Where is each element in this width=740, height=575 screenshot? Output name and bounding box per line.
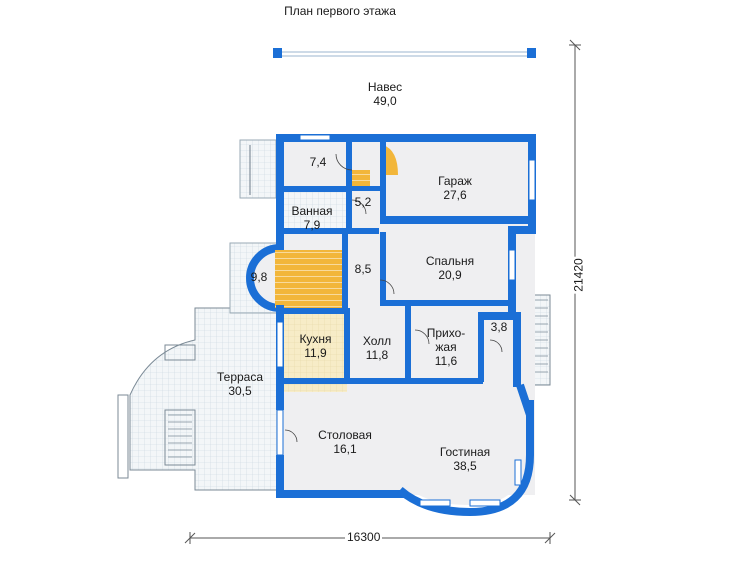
room-label-5-2: 5,2 xyxy=(354,195,372,209)
canopy xyxy=(273,48,536,58)
terrace xyxy=(117,307,281,491)
doors xyxy=(284,153,503,443)
stair-tower xyxy=(229,242,281,314)
room-label-3-8: 3,8 xyxy=(490,320,508,334)
windows xyxy=(276,134,536,507)
side-porch xyxy=(239,139,277,199)
plan-title: План первого этажа xyxy=(284,4,396,18)
room-label-9-8: 9,8 xyxy=(250,270,268,284)
room-label-7-4: 7,4 xyxy=(309,155,327,169)
dimension-height-label: 21420 xyxy=(571,256,586,294)
room-label-8-5: 8,5 xyxy=(354,262,372,276)
dimension-width-label: 16300 xyxy=(345,530,383,544)
